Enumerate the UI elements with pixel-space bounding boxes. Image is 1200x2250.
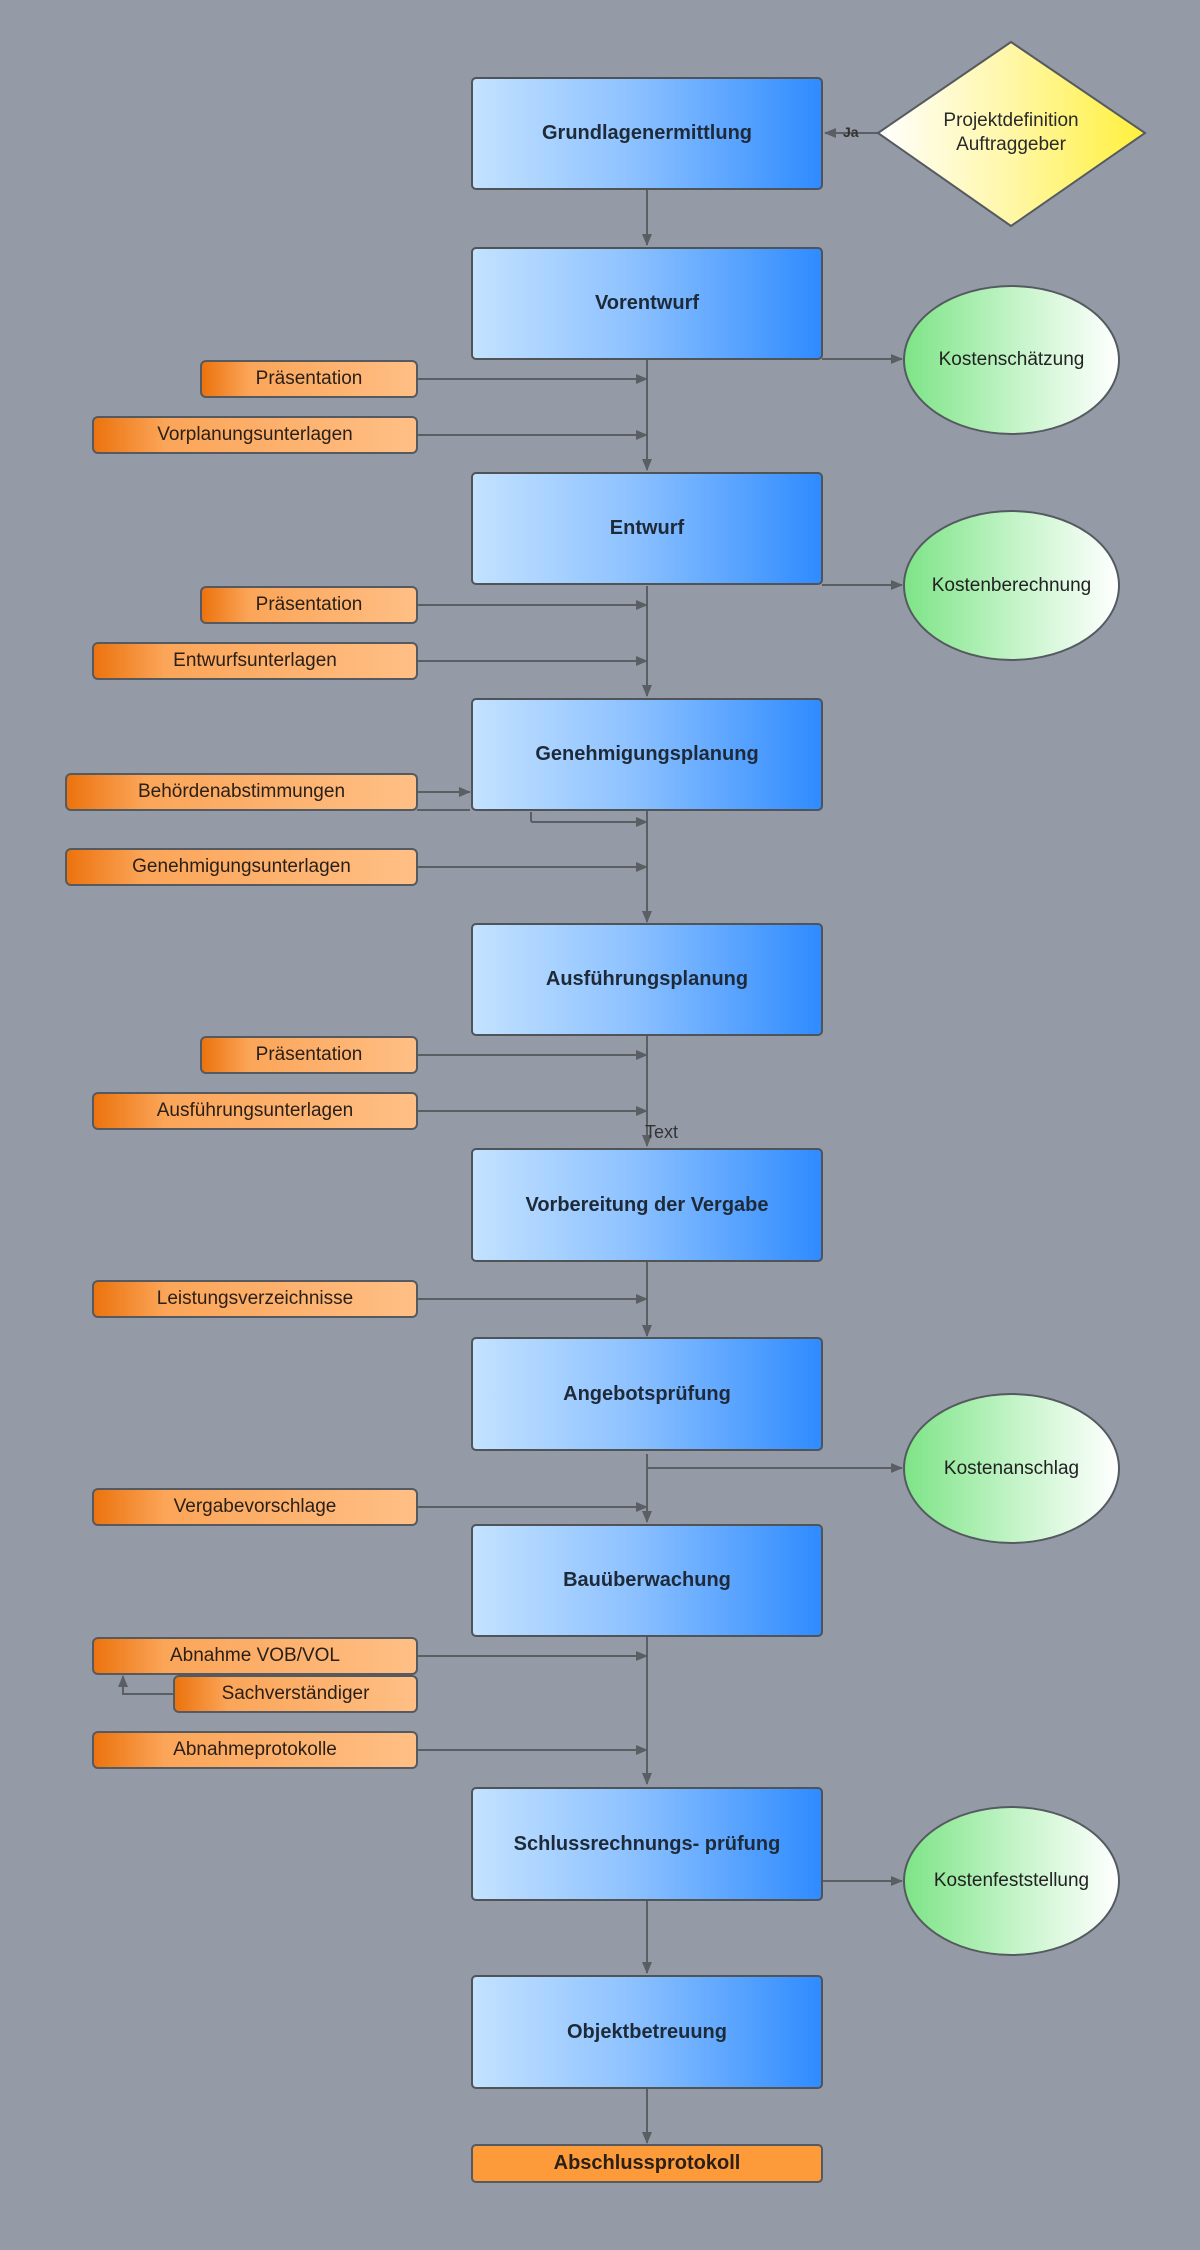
input-item: Abnahmeprotokolle — [92, 1731, 418, 1769]
cost-ellipse: Kostenberechnung — [903, 510, 1120, 661]
input-item: Leistungsverzeichnisse — [92, 1280, 418, 1318]
phase-box: Grundlagenermittlung — [471, 77, 823, 190]
cost-ellipse: Kostenanschlag — [903, 1393, 1120, 1544]
input-item: Präsentation — [200, 1036, 418, 1074]
input-item: Entwurfsunterlagen — [92, 642, 418, 680]
cost-ellipse: Kostenschätzung — [903, 285, 1120, 435]
cost-ellipse: Kostenfeststellung — [903, 1806, 1120, 1956]
decision-edge-label: Ja — [843, 124, 859, 140]
phase-box: Bauüberwachung — [471, 1524, 823, 1637]
input-item: Präsentation — [200, 586, 418, 624]
phase-box: Entwurf — [471, 472, 823, 585]
input-arrow-12 — [118, 1675, 173, 1695]
phase-box: Vorbereitung der Vergabe — [471, 1148, 823, 1262]
phase-box: Ausführungsplanung — [471, 923, 823, 1036]
decision-diamond — [876, 40, 1147, 228]
phase-box: Schlussrechnungs- prüfung — [471, 1787, 823, 1901]
input-arrow-5c — [530, 812, 648, 827]
input-item: Behördenabstimmungen — [65, 773, 418, 811]
input-item: Abnahme VOB/VOL — [92, 1637, 418, 1675]
phase-box: Objektbetreuung — [471, 1975, 823, 2089]
decision-line-2: Auftraggeber — [956, 134, 1066, 155]
input-item: Genehmigungsunterlagen — [65, 848, 418, 886]
input-item: Präsentation — [200, 360, 418, 398]
decision-line-1: Projektdefinition — [943, 110, 1079, 131]
input-item: Ausführungsunterlagen — [92, 1092, 418, 1130]
input-item: Sachverständiger — [173, 1675, 418, 1713]
final-box: Abschlussprotokoll — [471, 2144, 823, 2183]
phase-box: Genehmigungsplanung — [471, 698, 823, 811]
decision-label: Projektdefinition Auftraggeber — [918, 109, 1104, 157]
input-item: Vorplanungsunterlagen — [92, 416, 418, 454]
phase-box: Vorentwurf — [471, 247, 823, 360]
input-item: Vergabevorschlage — [92, 1488, 418, 1526]
phase-box: Angebotsprüfung — [471, 1337, 823, 1451]
text-label: Text — [645, 1122, 679, 1142]
